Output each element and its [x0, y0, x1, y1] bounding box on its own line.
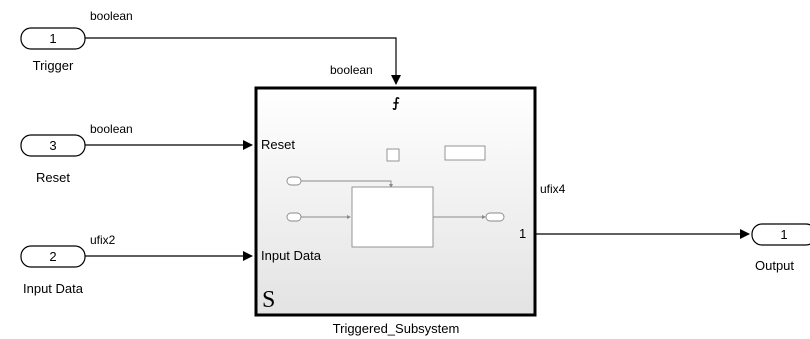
signal-type-reset: boolean	[90, 122, 133, 136]
trigger-symbol-icon: ⨍	[392, 95, 400, 110]
inport-trigger-label: Trigger	[33, 58, 74, 73]
wire-trigger[interactable]	[85, 37, 401, 85]
outport-output-number: 1	[780, 227, 787, 242]
triggered-subsystem-block[interactable]: ⨍ Reset Input Data 1 S	[254, 86, 537, 317]
signal-type-trigger: boolean	[90, 9, 133, 23]
signal-type-output: ufix4	[540, 182, 566, 196]
inport-reset-label: Reset	[36, 170, 70, 185]
inport-trigger-number: 1	[49, 31, 56, 46]
outport-output[interactable]: 1 Output	[751, 223, 810, 273]
subsystem-port-reset: Reset	[261, 137, 295, 152]
inport-input-data-number: 2	[49, 249, 56, 264]
subsystem-preview-icon	[286, 145, 505, 248]
subsystem-port-output-number: 1	[519, 226, 526, 241]
signal-type-input-data: ufix2	[90, 233, 116, 247]
subsystem-port-input-data: Input Data	[261, 248, 322, 263]
inport-reset[interactable]: 3 Reset	[20, 134, 86, 185]
outport-output-shape[interactable]	[751, 223, 810, 246]
outport-output-label: Output	[755, 258, 794, 273]
inport-trigger[interactable]: 1 Trigger	[20, 27, 86, 73]
subsystem-badge-icon: S	[262, 287, 275, 313]
subsystem-name: Triggered_Subsystem	[333, 321, 460, 336]
inport-input-data-label: Input Data	[23, 281, 84, 296]
signal-type-trigger-input: boolean	[330, 63, 373, 77]
inport-input-data[interactable]: 2 Input Data	[20, 245, 86, 296]
inport-reset-number: 3	[49, 138, 56, 153]
